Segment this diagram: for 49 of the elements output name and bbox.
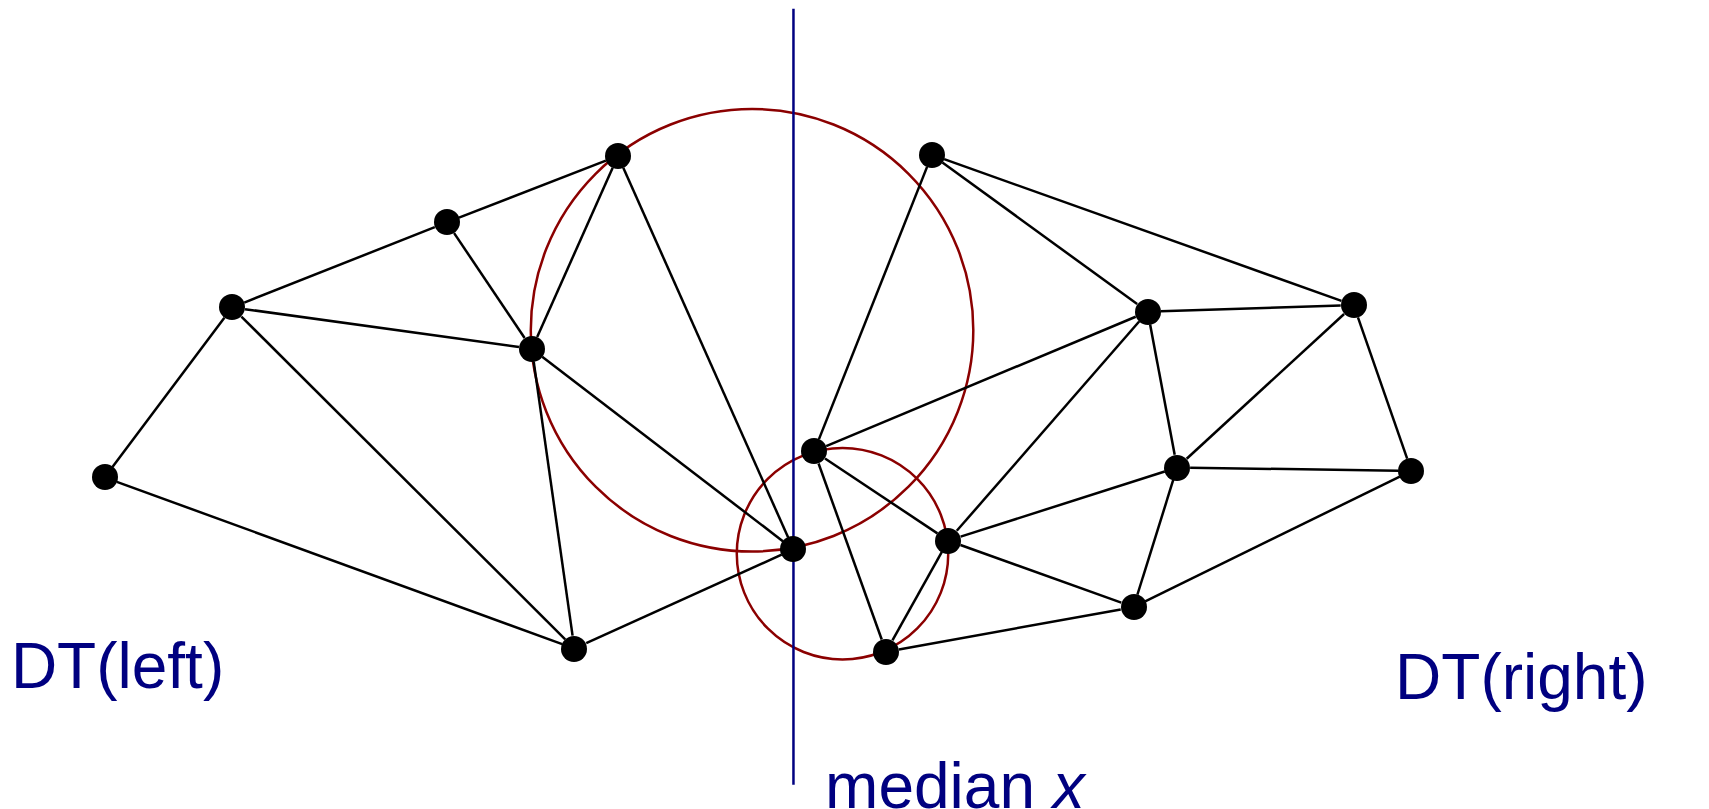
edge-line — [622, 167, 790, 538]
edge-line — [458, 159, 607, 219]
edge-line — [817, 166, 929, 440]
edge-line — [943, 157, 1342, 302]
vertex-dot — [873, 638, 900, 665]
vertex-dot — [1134, 298, 1161, 325]
edge-line — [1144, 475, 1401, 603]
vertex-dot — [219, 294, 246, 321]
vertex-dot — [518, 335, 545, 362]
edge-line — [1136, 479, 1175, 596]
edge-line — [1185, 313, 1345, 460]
edge-line — [532, 361, 574, 636]
vertex-dot — [605, 142, 631, 169]
edge-line — [817, 463, 883, 640]
vertex-dot — [1164, 454, 1191, 481]
edge-line — [111, 317, 226, 468]
edge-line — [1356, 317, 1409, 459]
vertex-dot — [1398, 457, 1425, 484]
edge-line — [243, 225, 436, 304]
edge-line — [116, 480, 563, 646]
vertex-dot — [918, 141, 945, 168]
edge-line — [1190, 466, 1399, 472]
edge-line — [244, 307, 520, 349]
vertex-dot — [1120, 594, 1147, 621]
region-label: DT(right) — [1395, 645, 1648, 710]
edge-line — [898, 608, 1121, 651]
edge-line — [585, 553, 783, 645]
edge-line — [1148, 324, 1176, 456]
edge-line — [941, 161, 1138, 306]
vertex-dot — [1340, 292, 1367, 319]
vertex-dot — [780, 536, 807, 563]
vertex-dot — [433, 209, 460, 236]
median-label: median x — [825, 754, 1085, 809]
edge-line — [453, 232, 526, 339]
edge-line — [955, 320, 1141, 532]
edge-line — [541, 355, 784, 543]
edge-line — [891, 551, 943, 642]
vertex-dot — [935, 527, 962, 554]
vertex-dot — [801, 438, 828, 465]
region-label: DT(left) — [10, 634, 225, 699]
edge-line — [825, 315, 1137, 448]
edge-line — [960, 470, 1166, 538]
edge-line — [240, 315, 567, 641]
vertex-dot — [561, 635, 588, 662]
vertex-dot — [91, 464, 118, 491]
edge-line — [1160, 304, 1341, 313]
edge-line — [824, 457, 939, 535]
edge-line — [536, 167, 614, 338]
edge-line — [960, 543, 1122, 604]
